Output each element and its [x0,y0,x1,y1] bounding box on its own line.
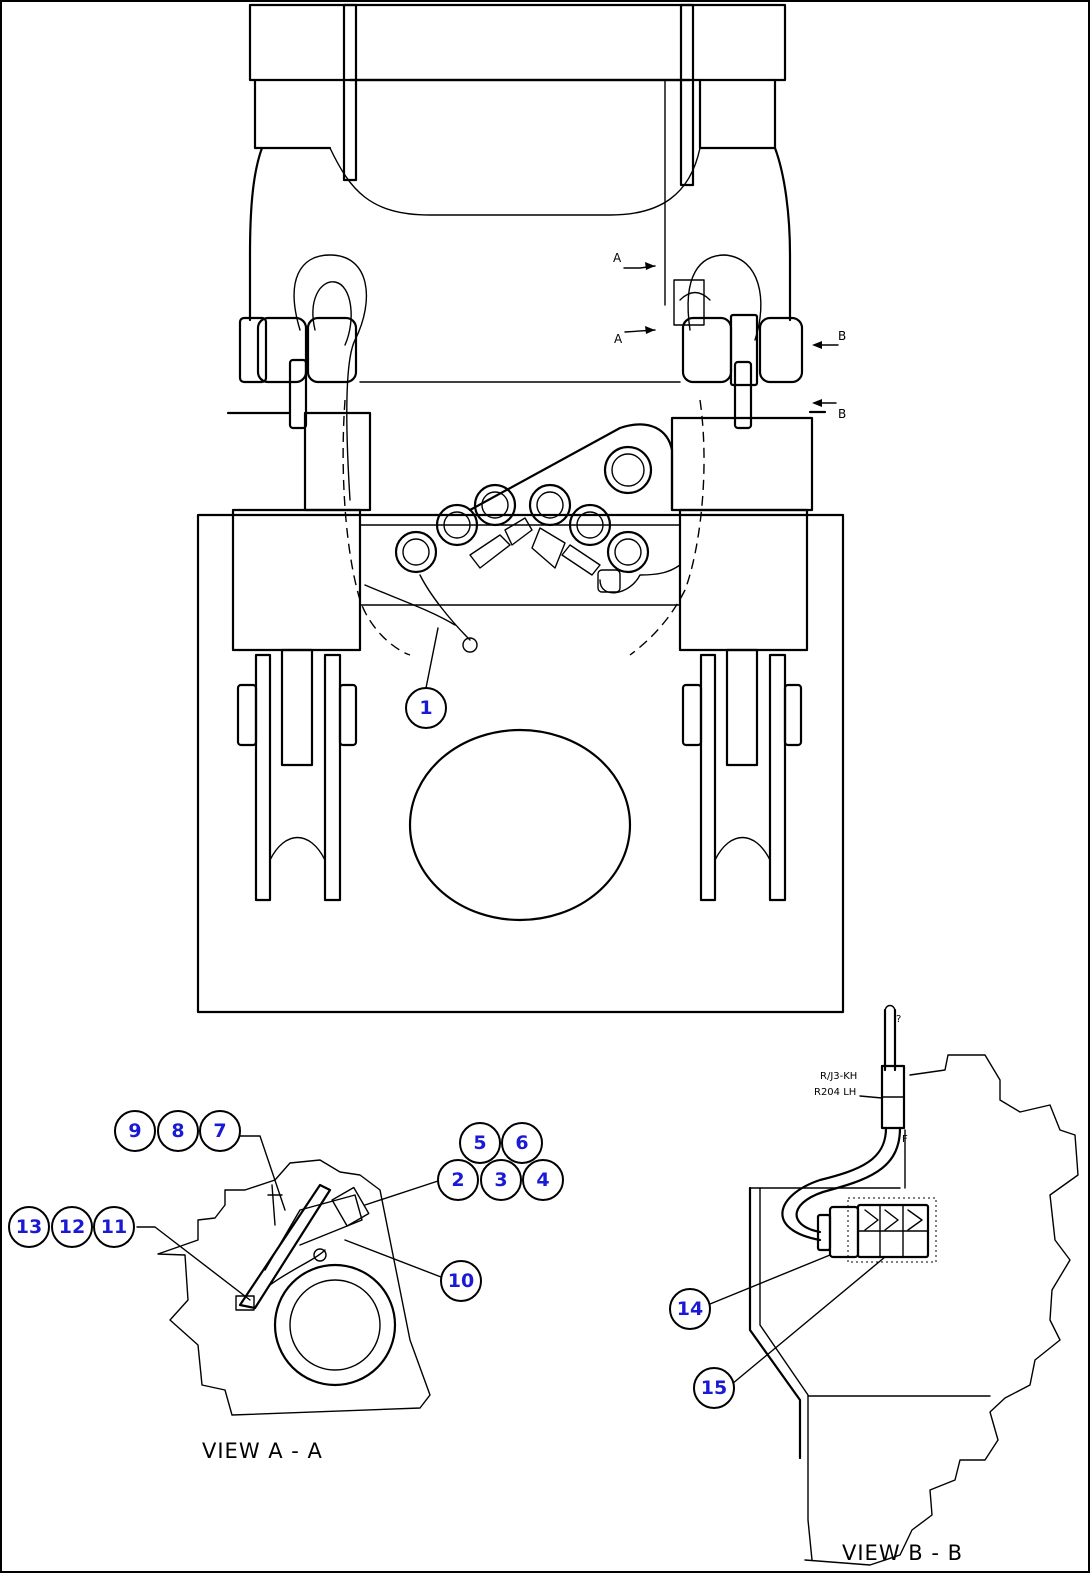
callout-12[interactable]: 12 [51,1206,93,1248]
callout-14[interactable]: 14 [669,1288,711,1330]
switch-label-line2: R204 LH [814,1087,856,1098]
callout-5[interactable]: 5 [459,1122,501,1164]
svg-text:2: 2 [451,1169,464,1191]
svg-text:9: 9 [128,1120,141,1142]
svg-text:1: 1 [419,697,432,719]
main-view: A A B B 1 [196,3,846,1014]
callout-10[interactable]: 10 [440,1260,482,1302]
svg-text:14: 14 [677,1298,703,1320]
svg-text:6: 6 [515,1132,528,1154]
svg-text:10: 10 [448,1270,474,1292]
section-mark-b-lower: B [812,399,846,421]
view-b-b: ? F R/J3-KH R204 LH 14 15 VIEW B - B [669,1004,1079,1566]
callout-6[interactable]: 6 [501,1122,543,1164]
wire-mark-top: ? [896,1014,901,1025]
section-mark-a-upper: A [613,251,656,270]
callout-15[interactable]: 15 [693,1367,735,1409]
svg-text:B: B [838,329,846,343]
svg-text:3: 3 [494,1169,507,1191]
svg-text:7: 7 [213,1120,226,1142]
view-a-a-caption: VIEW A - A [202,1439,323,1463]
callout-3[interactable]: 3 [480,1159,522,1201]
svg-text:12: 12 [59,1216,85,1238]
svg-text:15: 15 [701,1377,727,1399]
valve-assembly [364,483,681,653]
callout-1[interactable]: 1 [405,687,447,729]
section-mark-a-lower: A [614,326,656,346]
view-a-a: 9 8 7 5 6 2 3 4 13 12 11 10 VIEW A - A [8,1110,564,1463]
callout-8[interactable]: 8 [157,1110,199,1152]
svg-text:5: 5 [473,1132,486,1154]
callout-11[interactable]: 11 [93,1206,135,1248]
switch-label-line1: R/J3-KH [820,1071,857,1082]
callout-4[interactable]: 4 [522,1159,564,1201]
view-b-b-caption: VIEW B - B [842,1541,963,1565]
callout-2[interactable]: 2 [437,1159,479,1201]
svg-text:13: 13 [16,1216,42,1238]
callout-7[interactable]: 7 [199,1110,241,1152]
section-mark-b-upper: B [812,329,846,349]
svg-text:A: A [613,251,622,265]
svg-text:8: 8 [171,1120,184,1142]
wire-mark-tag: F [902,1134,908,1145]
callout-13[interactable]: 13 [8,1206,50,1248]
callout-9[interactable]: 9 [114,1110,156,1152]
svg-text:11: 11 [101,1216,127,1238]
svg-text:B: B [838,407,846,421]
svg-text:4: 4 [536,1169,549,1191]
svg-text:A: A [614,332,623,346]
